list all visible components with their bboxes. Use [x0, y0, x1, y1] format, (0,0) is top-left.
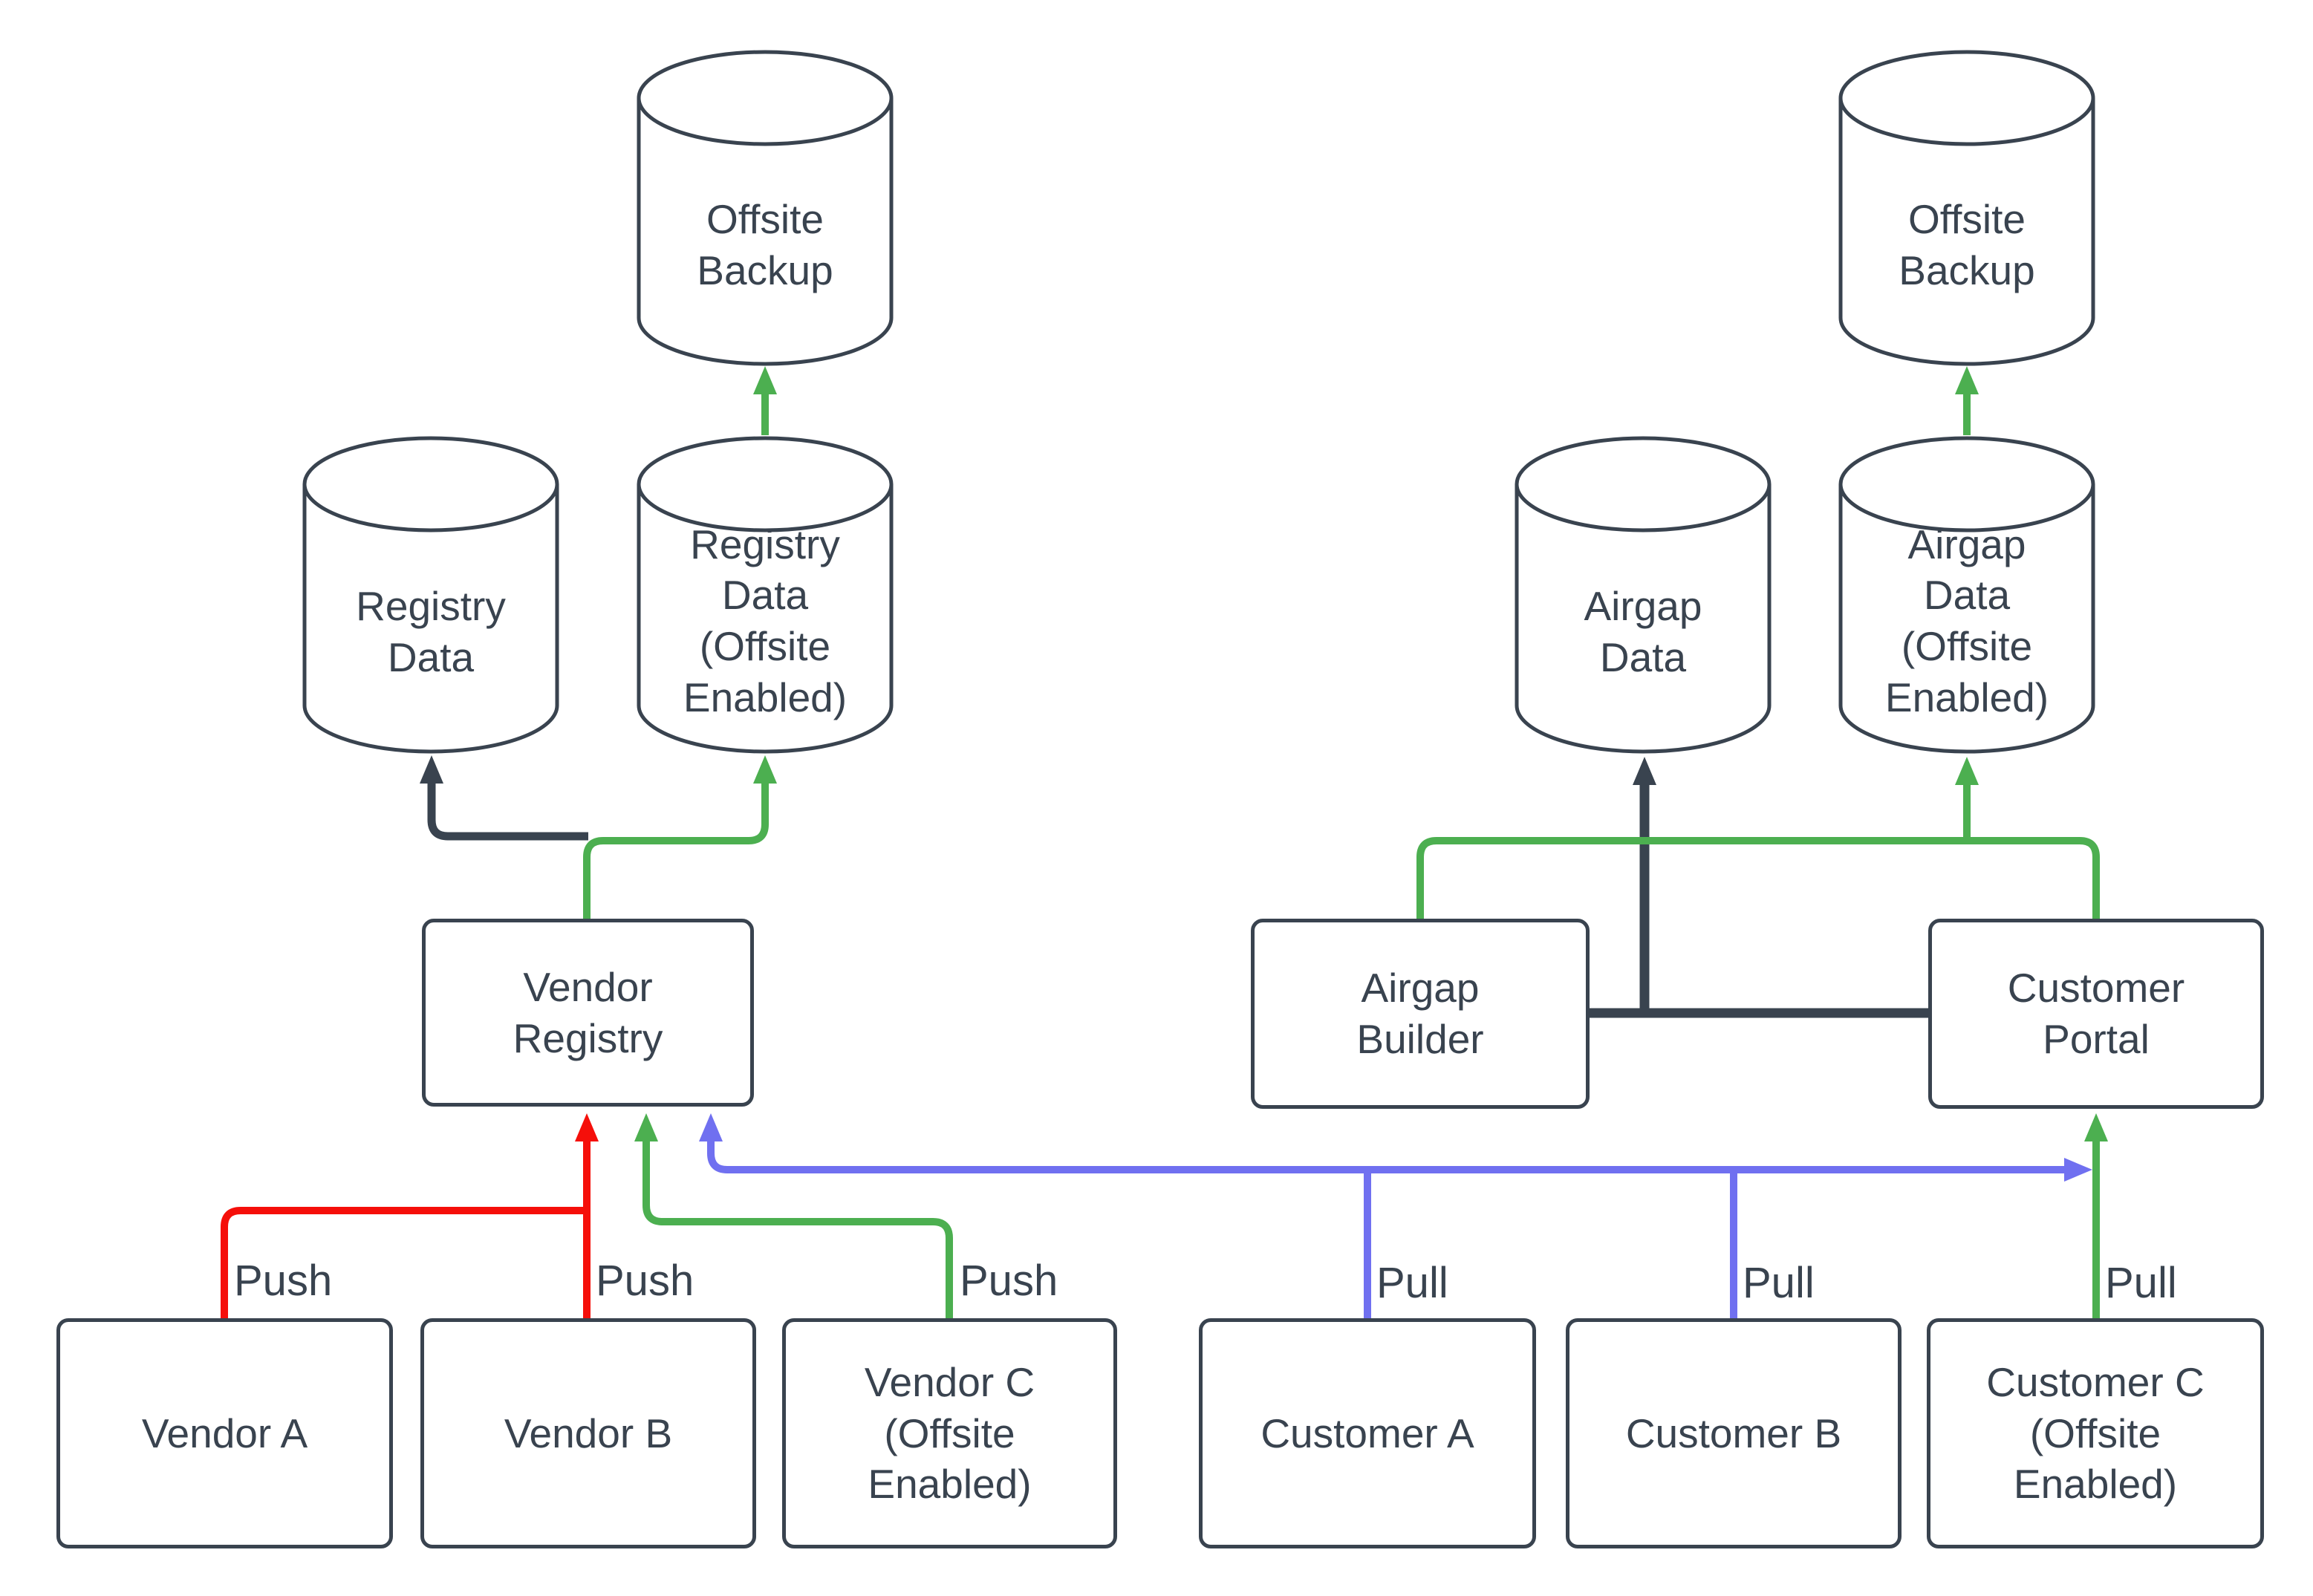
- customer-a-node: Customer A: [1199, 1318, 1536, 1548]
- airgap-data-offsite-label: Airgap Data (Offsite Enabled): [1884, 521, 2049, 720]
- edge-vendor-registry-to-offsite-data-line: [583, 755, 777, 919]
- airgap-builder-node: Airgap Builder: [1251, 919, 1590, 1109]
- registry-data-label: Registry Data: [356, 583, 506, 680]
- airgap-data-cylinder: [1515, 436, 1772, 754]
- edge-airgap-builder-to-portal-green-line: [1416, 837, 2100, 919]
- push-label-vendor-a: Push: [234, 1257, 333, 1305]
- offsite-backup-left-cylinder: [637, 50, 894, 366]
- edge-push-vendor-a-line: [221, 1207, 587, 1318]
- airgap-data-offsite-cylinder: [1838, 436, 2095, 754]
- pull-label-customer-c: Pull: [2105, 1259, 2177, 1307]
- vendor-a-node: Vendor A: [56, 1318, 393, 1548]
- edge-pull-bus-line: [699, 1113, 2092, 1182]
- pull-label-customer-a: Pull: [1376, 1259, 1448, 1307]
- vendor-registry-node: Vendor Registry: [422, 919, 754, 1107]
- registry-data-offsite-cylinder: [637, 436, 894, 754]
- offsite-backup-right-cylinder: [1838, 50, 2095, 366]
- airgap-data-label: Airgap Data: [1584, 583, 1702, 680]
- pull-label-customer-b: Pull: [1743, 1259, 1815, 1307]
- vendor-c-node: Vendor C (Offsite Enabled): [782, 1318, 1117, 1548]
- edge-push-vendor-c-line: [634, 1113, 953, 1318]
- registry-data-cylinder: [302, 436, 559, 754]
- push-label-vendor-b: Push: [596, 1257, 694, 1305]
- edge-vendor-registry-to-registry-data-line: [420, 755, 588, 841]
- push-label-vendor-c: Push: [960, 1257, 1058, 1305]
- registry-data-offsite-label: Registry Data (Offsite Enabled): [683, 521, 848, 720]
- customer-portal-node: Customer Portal: [1928, 919, 2264, 1109]
- customer-c-node: Customer C (Offsite Enabled): [1927, 1318, 2264, 1548]
- offsite-backup-right-label: Offsite Backup: [1899, 196, 2035, 293]
- offsite-backup-left-label: Offsite Backup: [697, 196, 833, 293]
- customer-b-node: Customer B: [1566, 1318, 1902, 1548]
- vendor-b-node: Vendor B: [420, 1318, 756, 1548]
